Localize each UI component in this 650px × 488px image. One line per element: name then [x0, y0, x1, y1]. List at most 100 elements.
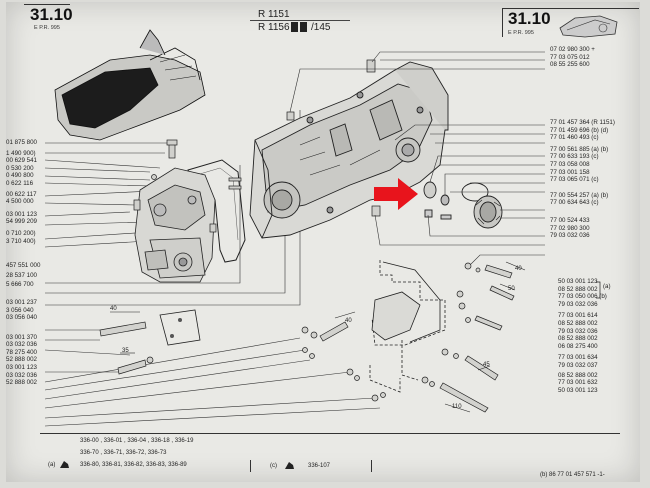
part-number: 77 01 457 364 (R 1151): [550, 119, 615, 126]
part-number: 28 537 100: [6, 271, 37, 279]
part-number: 52 888 002: [6, 379, 37, 387]
ref-rule: [250, 20, 350, 21]
footer-a-line-2: 336-70 , 336-71, 336-72, 336-73: [80, 450, 167, 456]
part-number: 79 03 032 036: [558, 327, 598, 335]
page-sub-right: E P.R. 995: [508, 30, 534, 36]
part-number: 03 032 036: [6, 341, 37, 349]
part-number: 77 00 634 643 (c): [550, 199, 599, 207]
header-box-right: [502, 8, 639, 37]
gearbox-symbol-icon: [291, 22, 307, 32]
right-fasteners: [421, 262, 515, 413]
model-ref-1: R 1151: [258, 9, 290, 20]
dim-label-1: 40: [515, 266, 522, 272]
part-number: 03 001 370: [6, 333, 37, 341]
dim-label-5: 40: [345, 318, 352, 324]
part-number: 03 032 036: [6, 371, 37, 379]
cover-plate: [159, 309, 201, 346]
bearing-and-seal: [423, 181, 503, 229]
part-number: 77 03 050 006 (b): [558, 293, 607, 301]
red-arrow-icon: [374, 178, 418, 210]
part-number: 07 02 980 300 +: [550, 46, 595, 53]
footer-rule: [40, 433, 620, 434]
part-number: 0 710 200): [6, 229, 36, 237]
model-ref-2: R 1156: [258, 22, 290, 33]
gearbox-casing: [249, 61, 449, 239]
part-number: 00 622 117: [6, 190, 37, 198]
dim-label-4: 35: [122, 348, 129, 354]
part-number: 79 03 032 036: [550, 232, 590, 240]
dim-label-2: 50: [508, 286, 515, 292]
right-mid-part-list: 77 01 457 364 (R 1151) 77 01 459 696 (b)…: [550, 119, 615, 240]
part-number: 77 00 633 193 (c): [550, 153, 599, 161]
part-number: 08 52 888 002: [558, 335, 598, 343]
part-number: 77 03 001 158: [550, 168, 590, 176]
rear-housing: [134, 167, 216, 283]
gearbox-symbol-icon: [60, 461, 69, 468]
part-number: 1 490 900): [6, 149, 36, 157]
right-top-part-list: 07 02 980 300 + 77 03 075 012 08 55 255 …: [550, 46, 595, 69]
footer-c-text: 336-107: [308, 463, 331, 469]
dim-label-3: 40: [110, 306, 117, 312]
header-rule-left: [24, 4, 70, 23]
part-number: 01 875 800: [6, 139, 37, 146]
part-number: 77 00 561 885 (a) (b): [550, 145, 609, 153]
part-number: 79 03 032 037: [558, 361, 598, 369]
part-number: 08 52 888 002: [558, 319, 598, 327]
dim-label-7: 110: [452, 404, 462, 410]
location-thumbnail: [54, 29, 206, 141]
footer-c-label: (c): [270, 463, 277, 469]
part-number: 50 03 001 123: [558, 386, 598, 394]
footer-a-line-1: 336-00 , 336-01 , 336-04 , 336-18 , 336-…: [80, 438, 194, 444]
right-low-part-list: 50 03 001 123 08 52 888 002 77 03 050 00…: [558, 278, 607, 394]
footer-a-line-3: 336-80, 336-81, 336-82, 336-83, 336-89: [80, 462, 187, 468]
part-number: 77 01 459 696 (b) (d): [550, 126, 609, 134]
part-number: 77 02 980 300: [550, 224, 590, 232]
part-number: 77 03 075 012: [550, 53, 590, 61]
gearbox-symbol-icon: [285, 462, 294, 469]
part-number: 03 001 237: [6, 298, 37, 306]
part-number: 77 00 554 257 (a) (b): [550, 191, 609, 199]
part-number: 08 52 888 002: [558, 285, 598, 293]
part-number: 78 275 400: [6, 348, 37, 356]
footer-box-c: [250, 460, 372, 472]
part-number: 03 056 040: [6, 314, 37, 322]
part-number: 08 55 255 600: [550, 61, 590, 69]
page-number-right: 31.10: [508, 9, 551, 28]
left-fasteners: [99, 321, 386, 402]
part-number: 00 629 541: [6, 157, 37, 165]
page-number-left: 31.10: [30, 5, 73, 24]
part-number: 3 056 040: [6, 306, 34, 314]
part-number: 77 03 001 614: [558, 312, 598, 320]
part-number: 52 888 002: [6, 356, 37, 364]
part-number: 06 08 275 400: [558, 342, 598, 350]
part-number: 54 999 209: [6, 218, 37, 226]
part-number: 0 622 116: [6, 179, 34, 187]
footer-right-text: (b) 86 77 01 457 571 -1-: [540, 472, 605, 478]
part-number: 5 666 700: [6, 281, 34, 289]
part-number: 77 03 001 632: [558, 379, 598, 387]
part-number: 0 490 800: [6, 172, 34, 180]
part-number: 79 03 032 036: [558, 300, 598, 308]
gearbox-thumbnail-icon: [559, 15, 618, 38]
leader-lines-right: [289, 51, 545, 266]
part-number: 03 001 123: [6, 210, 37, 218]
part-number: 77 03 058 008: [550, 160, 590, 168]
part-number: 4 500 000: [6, 198, 34, 206]
part-number: 0 530 200: [6, 164, 34, 172]
part-number: 77 03 001 634: [558, 354, 598, 362]
part-number: 3 710 400): [6, 237, 36, 245]
left-part-list: 01 875 800 1 490 900) 00 629 541 0 530 2…: [6, 139, 40, 387]
footer-a-label: (a): [48, 462, 56, 468]
part-number: 77 00 524 433: [550, 216, 590, 224]
part-number: 50 03 001 123: [558, 278, 598, 285]
part-number: 77 01 460 493 (c): [550, 134, 599, 142]
part-number: 08 52 888 002: [558, 371, 598, 379]
part-number: 77 03 065 071 (c): [550, 176, 599, 184]
bracket-a-label: (a): [603, 283, 611, 290]
model-ref-suffix: /145: [311, 22, 331, 33]
page-sub-left: E P.R. 995: [34, 25, 60, 31]
dim-label-6: 45: [483, 362, 490, 368]
part-number: 457 551 000: [6, 262, 41, 270]
